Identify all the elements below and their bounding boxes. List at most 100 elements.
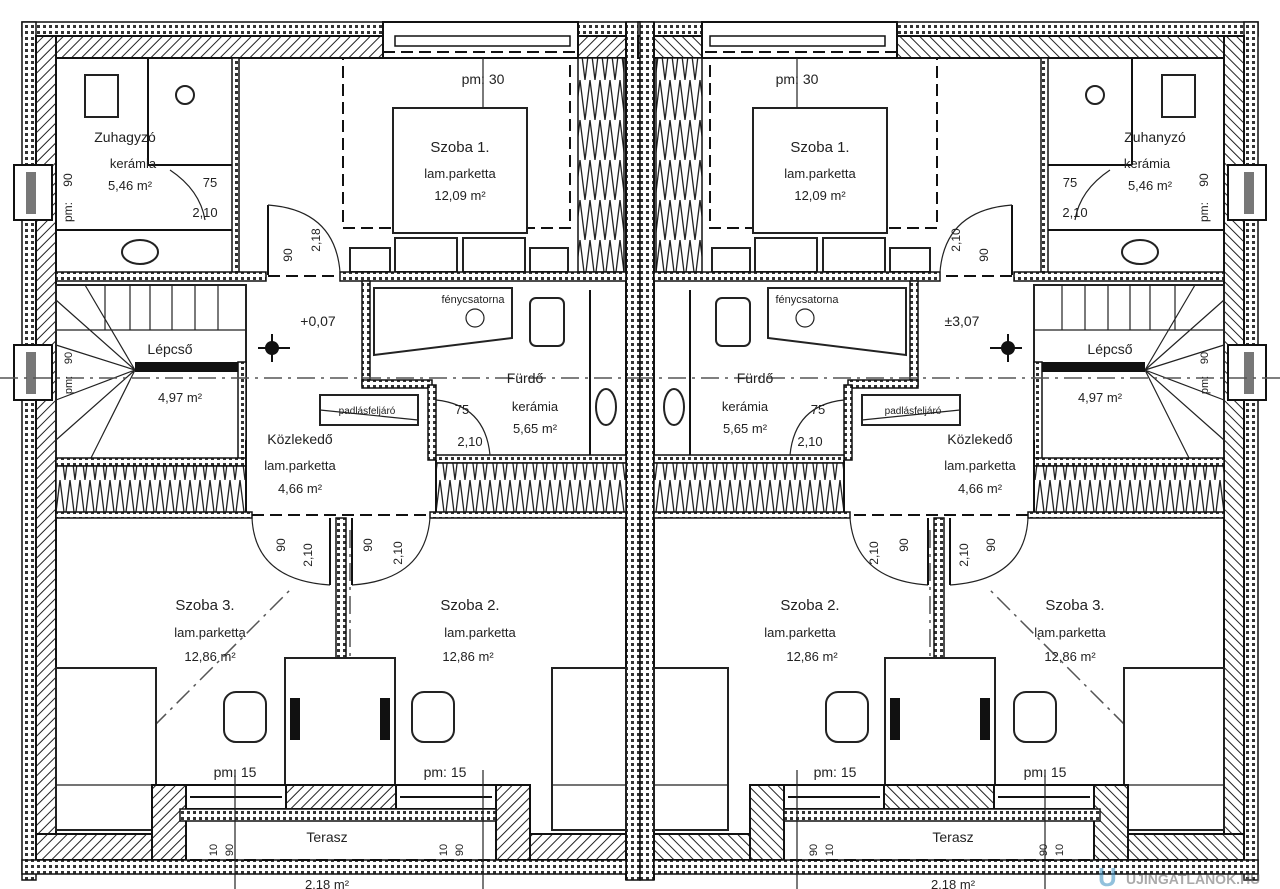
sink-bath — [595, 388, 617, 426]
left-szoba2-area-label: 12,86 m² — [442, 649, 494, 664]
right-szoba1-floor-label: lam.parketta — [784, 166, 856, 181]
wall-shower — [231, 57, 240, 274]
right-lepcso-win-pm-label: pm: — [1199, 376, 1211, 394]
wall-left — [35, 35, 57, 845]
terrace-sill — [179, 808, 497, 822]
right-zuhany-name-label: Zuhanyzó — [1124, 129, 1186, 145]
right-zuhany-door-w-label: 75 — [1063, 175, 1077, 190]
right-lepcso-win-w-label: 90 — [1199, 352, 1211, 364]
left-door1-w-label: 90 — [281, 248, 295, 262]
left-level-label: +0,07 — [300, 313, 336, 329]
left-door3-h-label: 2,10 — [301, 543, 315, 567]
left-t4-label: 90 — [454, 844, 466, 856]
wardrobe-szoba3 — [55, 465, 247, 515]
left-furdo-name-label: Fürdő — [507, 370, 544, 386]
wall-bottom — [151, 784, 187, 861]
left-furdo-door-h-label: 2,10 — [457, 434, 482, 449]
left-zuhany-door-w-label: 75 — [203, 175, 217, 190]
left-szoba1-area-label: 12,09 m² — [434, 188, 486, 203]
left-furdo-area-label: 5,65 m² — [513, 421, 558, 436]
left-pm-b-label: pm: 15 — [424, 764, 467, 780]
wall-bottom — [529, 833, 627, 861]
right-szoba2-area-label: 12,86 m² — [786, 649, 838, 664]
wardrobe-top — [577, 57, 625, 273]
party-wall — [625, 21, 641, 881]
right-szoba2-name-label: Szoba 2. — [780, 597, 839, 614]
nightstand — [462, 237, 526, 273]
right-door2-w-label: 90 — [897, 538, 911, 552]
right-level-label: ±3,07 — [945, 313, 980, 329]
left-zuhany-win-w-label: 90 — [61, 173, 75, 187]
left-lepcso-area-label: 4,97 m² — [158, 390, 203, 405]
watermark-logo: U UJINGATLANOK.HU — [1098, 862, 1260, 889]
left-kozl-area-label: 4,66 m² — [278, 481, 323, 496]
right-door3-w-label: 90 — [984, 538, 998, 552]
wall-mid-upper — [339, 271, 627, 282]
skylight-icon — [465, 308, 485, 328]
right-attic-label: padlásfeljáró — [885, 406, 942, 417]
wardrobe-szoba2 — [435, 462, 627, 515]
monitor-icon — [380, 698, 390, 740]
bathtub — [373, 287, 513, 357]
right-door1-h-label: 2,10 — [949, 228, 963, 252]
wall-bath — [361, 280, 371, 387]
watermark-u-glyph: U — [1098, 862, 1117, 889]
window-shower-glass — [26, 172, 36, 214]
right-szoba1-name-label: Szoba 1. — [790, 139, 849, 156]
desk — [284, 657, 396, 786]
window-stairs-glass — [26, 352, 36, 394]
stair-handrail — [135, 362, 245, 372]
right-zuhany-area-label: 5,46 m² — [1128, 178, 1173, 193]
right-furdo-door-w-label: 75 — [811, 402, 825, 417]
right-furdo-door-h-label: 2,10 — [797, 434, 822, 449]
right-pm-top-label: pm: 30 — [776, 71, 819, 87]
right-door1-w-label: 90 — [977, 248, 991, 262]
stair-treads — [55, 284, 246, 461]
left-pm-a-label: pm: 15 — [214, 764, 257, 780]
left-szoba1-name-label: Szoba 1. — [430, 139, 489, 156]
wall-stairs-bottom — [55, 457, 247, 467]
left-t2-label: 90 — [224, 844, 236, 856]
right-szoba3-area-label: 12,86 m² — [1044, 649, 1096, 664]
cabinet — [349, 247, 391, 273]
left-t1-label: 10 — [208, 844, 220, 856]
wall-mid-upper — [55, 271, 267, 282]
left-terasz-label: Terasz — [306, 829, 347, 845]
wall-mid-lower — [429, 511, 627, 519]
bed-szoba2 — [551, 667, 627, 831]
left-door2-h-label: 2,10 — [391, 541, 405, 565]
left-door3-w-label: 90 — [274, 538, 288, 552]
chair-icon — [411, 691, 455, 743]
attic-hatch — [319, 394, 419, 426]
dwelling-unit-left — [0, 21, 643, 889]
left-szoba3-area-label: 12,86 m² — [184, 649, 236, 664]
right-furdo-area-label: 5,65 m² — [723, 421, 768, 436]
right-szoba1-area-label: 12,09 m² — [794, 188, 846, 203]
left-lepcso-name-label: Lépcső — [147, 341, 192, 357]
right-kozl-floor-label: lam.parketta — [944, 458, 1016, 473]
chair-icon — [223, 691, 267, 743]
left-kozl-floor-label: lam.parketta — [264, 458, 336, 473]
right-pm-b-label: pm: 15 — [814, 764, 857, 780]
insulation-bottom — [21, 859, 627, 875]
left-szoba1-floor-label: lam.parketta — [424, 166, 496, 181]
right-t4-label: 90 — [808, 844, 820, 856]
right-pm-a-label: pm: 15 — [1024, 764, 1067, 780]
right-door3-h-label: 2,10 — [957, 543, 971, 567]
cabinet — [529, 247, 569, 273]
left-door2-w-label: 90 — [361, 538, 375, 552]
left-lepcso-win-pm-label: pm: — [63, 376, 75, 394]
wall-bottom — [495, 784, 531, 861]
left-furdo-door-w-label: 75 — [455, 402, 469, 417]
right-szoba2-floor-label: lam.parketta — [764, 625, 836, 640]
right-zuhany-win-pm-label: pm: — [1197, 202, 1211, 222]
wall-terrace-pier — [285, 784, 397, 810]
wall-bath-bottom — [435, 454, 627, 464]
right-furdo-name-label: Fürdő — [737, 370, 774, 386]
left-terasz-area-label: 2,18 m² — [305, 877, 350, 889]
left-zuhany-area-label: 5,46 m² — [108, 178, 153, 193]
wall-stairs — [237, 361, 247, 463]
right-zuhany-win-w-label: 90 — [1197, 173, 1211, 187]
wall-mid-lower — [55, 511, 253, 519]
